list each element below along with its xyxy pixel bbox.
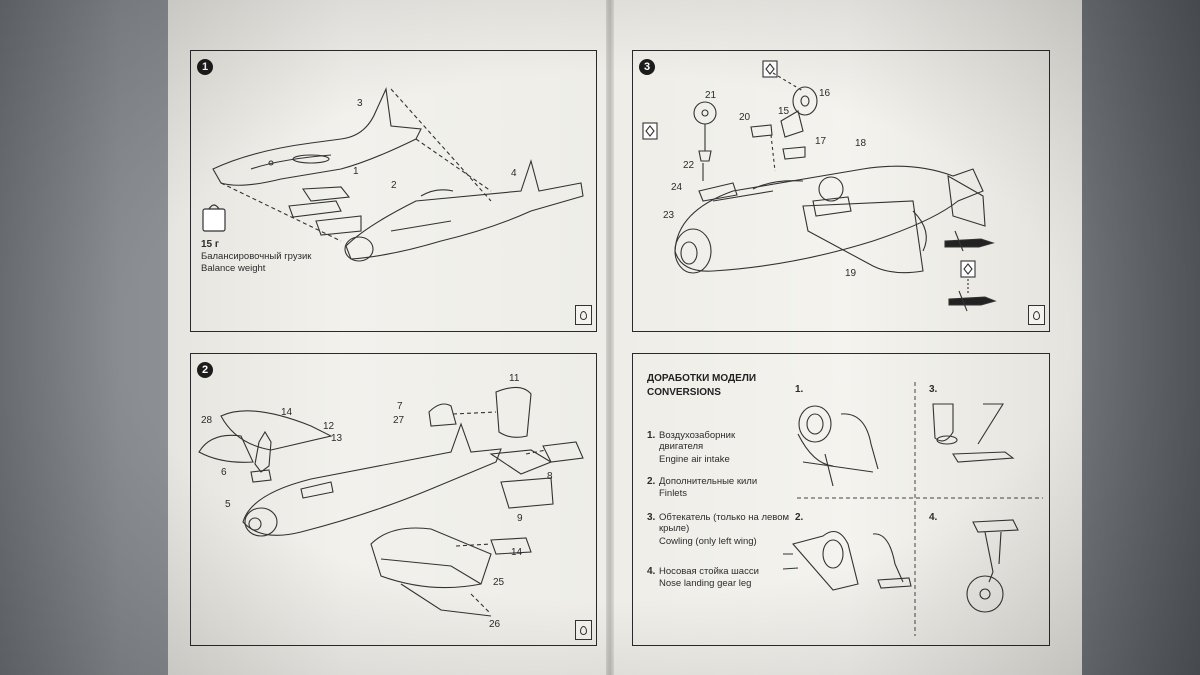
conversion-label-en: Finlets <box>659 488 687 499</box>
part-label: 11 <box>509 373 520 384</box>
conversion-label-ru: Воздухозаборник двигателя <box>659 430 736 453</box>
part-label: 18 <box>855 138 867 149</box>
instruction-sheet-right <box>612 0 1082 675</box>
conversion-number: 3. <box>647 512 656 523</box>
conversion-label-ru: Дополнительные кили <box>659 476 758 487</box>
figure-number: 3. <box>929 384 938 395</box>
part-label: 25 <box>493 577 505 588</box>
part-label: 5 <box>225 499 231 510</box>
step-2-panel: 2 <box>190 353 597 646</box>
part-label: 2 <box>391 180 397 191</box>
part-label: 19 <box>845 268 857 279</box>
step-1-drawing <box>202 87 584 262</box>
glue-drop-icon <box>575 620 592 640</box>
part-label: 26 <box>489 619 501 630</box>
step-3-drawing <box>642 60 997 312</box>
conversion-number: 2. <box>647 476 656 487</box>
page-fold <box>606 0 614 675</box>
part-label: 20 <box>739 112 751 123</box>
step-number: 2 <box>197 362 213 378</box>
conversion-number: 4. <box>647 566 656 577</box>
glue-drop-icon <box>1028 305 1045 325</box>
conversion-number: 1. <box>647 430 656 441</box>
step-2-drawing <box>198 386 584 617</box>
step-number: 1 <box>197 59 213 75</box>
part-label: 27 <box>393 415 405 426</box>
figure-number: 4. <box>929 512 938 523</box>
weight-label-ru: Балансировочный грузик <box>201 251 312 262</box>
part-label: 16 <box>819 88 831 99</box>
part-label: 3 <box>357 98 363 109</box>
part-label: 1 <box>353 166 359 177</box>
part-label: 21 <box>705 90 717 101</box>
conversions-title-en: CONVERSIONS <box>647 387 721 398</box>
part-label: 24 <box>671 182 683 193</box>
part-label: 7 <box>397 401 403 412</box>
glue-drop-icon <box>575 305 592 325</box>
part-label: 28 <box>201 415 213 426</box>
conversions-title-ru: ДОРАБОТКИ МОДЕЛИ <box>647 373 757 384</box>
part-label: 6 <box>221 467 227 478</box>
part-label: 4 <box>511 168 517 179</box>
conversion-label-en: Nose landing gear leg <box>659 578 752 589</box>
weight-value: 15 г <box>201 239 220 250</box>
step-1-panel: 1 3 1 2 4 15 г Ба <box>190 50 597 332</box>
part-label: 23 <box>663 210 675 221</box>
part-label: 15 <box>778 106 790 117</box>
step-number: 3 <box>639 59 655 75</box>
part-label: 9 <box>517 513 523 524</box>
conversions-drawing <box>782 382 1043 636</box>
part-label: 14 <box>511 547 523 558</box>
figure-number: 2. <box>795 512 804 523</box>
part-label: 17 <box>815 136 827 147</box>
conversion-label-ru: Носовая стойка шасси <box>659 566 759 577</box>
part-label: 12 <box>323 421 335 432</box>
figure-number: 1. <box>795 384 804 395</box>
part-label: 8 <box>547 471 553 482</box>
part-label: 13 <box>331 433 343 444</box>
part-label: 14 <box>281 407 293 418</box>
weight-label-en: Balance weight <box>201 263 266 274</box>
step-3-panel: 3 <box>632 50 1050 332</box>
instruction-sheet-left <box>168 0 608 675</box>
conversion-label-en: Engine air intake <box>659 454 730 465</box>
conversions-panel: ДОРАБОТКИ МОДЕЛИ CONVERSIONS 1. Воздухоз… <box>632 353 1050 646</box>
part-label: 22 <box>683 160 695 171</box>
conversion-label-en: Cowling (only left wing) <box>659 536 757 547</box>
conversion-label-ru: Обтекатель (только на левом крыле) <box>659 512 790 535</box>
